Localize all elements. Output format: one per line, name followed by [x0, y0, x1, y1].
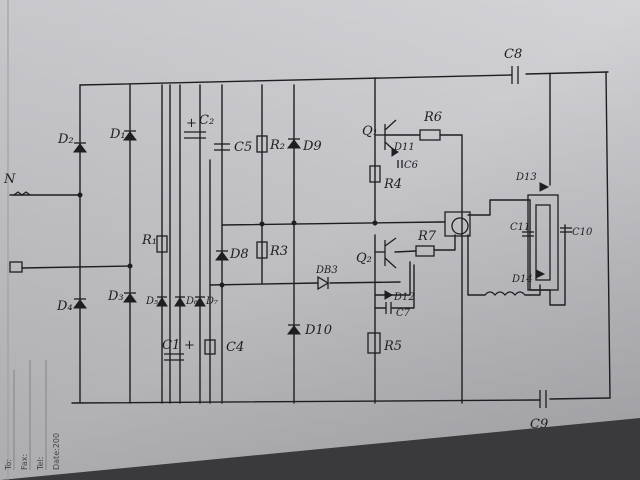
node-dot — [259, 221, 265, 227]
wiring — [9, 71, 611, 404]
capacitor-c11: C11 — [510, 222, 534, 237]
label-d8: D8 — [229, 247, 249, 262]
capacitor-c4: C4 — [204, 339, 244, 355]
margin-tel: Tel: — [36, 457, 45, 471]
transformer — [444, 211, 471, 237]
label-d9: D9 — [302, 139, 322, 154]
label-d14: D14 — [511, 274, 533, 285]
margin-date: Date:200 — [52, 433, 61, 470]
label-c2: + — [186, 116, 197, 131]
label-d2: D₂ — [57, 132, 74, 147]
diode-d5: D₅ — [145, 296, 168, 307]
diode-d8: D8 — [215, 247, 249, 262]
capacitor-c10: C10 — [560, 227, 593, 238]
diode-d3: D₃ — [107, 289, 137, 304]
label-d3: D₃ — [107, 289, 124, 304]
label-d7: D₇ — [205, 296, 218, 307]
diode-d12: D12 — [374, 261, 415, 303]
label-q1: Q₁ — [362, 124, 378, 139]
capacitor-c9: C9 — [530, 390, 548, 432]
label-c7: C7 — [396, 308, 411, 319]
label-d11: D11 — [393, 142, 415, 153]
diode-d13: D13 — [515, 172, 550, 192]
transistor-q2: Q₂ — [356, 237, 397, 269]
margin-fax: Fax: — [20, 454, 29, 470]
diode-d11: D11 — [391, 142, 415, 157]
resistor-r3: R3 — [256, 241, 288, 259]
label-r1: R₁ — [141, 233, 157, 248]
label-db3: DB3 — [315, 265, 338, 276]
node-dot — [372, 220, 378, 226]
label-q2: Q₂ — [356, 251, 372, 266]
label-d12: D12 — [393, 292, 415, 303]
diode-d6: D₆ — [174, 296, 198, 307]
label-d4: D₄ — [56, 299, 73, 314]
label-r7: R7 — [417, 229, 437, 244]
capacitor-c2: + C₂ — [184, 113, 214, 139]
node-dot — [291, 220, 297, 226]
margin-form: To: Fax: Tel: Date:200 — [4, 360, 61, 471]
label-r6: R6 — [423, 110, 442, 125]
node-dot — [77, 192, 83, 198]
label-d13: D13 — [515, 172, 537, 183]
label-d1: D₁ — [109, 127, 126, 142]
capacitor-c8: C8 — [504, 47, 522, 84]
label-r2: R₂ — [269, 138, 285, 153]
diode-d14: D14 — [511, 269, 546, 285]
label-c9: C9 — [530, 417, 548, 432]
capacitor-c5: C5 — [214, 140, 252, 155]
label-c6: C6 — [404, 160, 419, 171]
resistor-r4: R4 — [369, 165, 402, 192]
label-r4: R4 — [383, 177, 402, 192]
label-d5: D₅ — [145, 296, 158, 307]
diode-d1: D₁ — [109, 127, 137, 142]
resistor-r7: R7 — [415, 229, 437, 257]
label-c10: C10 — [572, 227, 593, 238]
label-c2-text: C₂ — [199, 113, 214, 128]
capacitor-c7: C7 — [374, 264, 415, 319]
resistor-r5: R5 — [367, 332, 402, 354]
resistor-r6: R6 — [419, 110, 442, 141]
capacitor-c6: C6 — [397, 160, 419, 171]
desk-corner — [320, 418, 640, 480]
node-dot — [127, 263, 133, 269]
diode-d2: D₂ — [57, 132, 87, 153]
diode-d10: D10 — [287, 323, 332, 338]
node-dot — [219, 282, 225, 288]
diac-db3: DB3 — [315, 265, 338, 291]
right-module — [527, 194, 559, 291]
diode-d7: D₇ — [194, 296, 218, 307]
label-d10: D10 — [304, 323, 332, 338]
label-n: N — [3, 172, 16, 187]
inductor — [484, 291, 526, 297]
label-r5: R5 — [383, 339, 402, 354]
label-c1-plus: + — [184, 338, 195, 353]
diode-d4: D₄ — [56, 298, 87, 314]
label-c4: C4 — [226, 340, 244, 355]
label-c1: C1 — [162, 338, 180, 353]
capacitor-c1: C1 + — [162, 338, 195, 361]
diode-d9: D9 — [287, 138, 322, 154]
label-c5: C5 — [234, 140, 252, 155]
label-c8: C8 — [504, 47, 522, 62]
label-d6: D₆ — [185, 296, 198, 307]
margin-to: To: — [4, 459, 13, 471]
resistor-r1: R₁ — [141, 233, 168, 253]
label-r3: R3 — [269, 244, 288, 259]
resistor-r2: R₂ — [256, 135, 285, 153]
label-c11: C11 — [510, 222, 530, 233]
input-n: N — [3, 172, 31, 273]
